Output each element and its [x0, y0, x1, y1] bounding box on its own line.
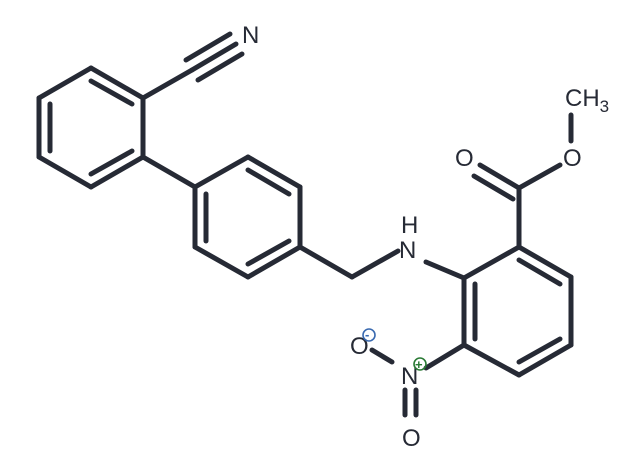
bond — [36, 154, 94, 190]
bond — [192, 244, 251, 280]
biphenyl-bond — [140, 154, 198, 190]
inner-double-bond — [516, 336, 563, 365]
nitrile-group: N — [140, 22, 259, 101]
nitrile-nitrogen-label: N — [242, 22, 259, 49]
inner-double-bond — [88, 148, 135, 177]
inner-double-bond — [245, 238, 292, 267]
triple-bond — [195, 51, 245, 83]
bond — [88, 65, 146, 101]
benzoate-ring — [461, 244, 574, 378]
bond — [516, 342, 574, 378]
amine-hydrogen-label: H — [401, 212, 418, 239]
methyl-subscript: 3 — [600, 97, 609, 116]
bond — [140, 67, 195, 101]
positive-charge-marker: + — [413, 357, 427, 372]
methyl-label: CH3 — [565, 85, 609, 116]
amine-nitrogen-label: N — [399, 237, 416, 264]
bond — [192, 154, 251, 190]
bond — [516, 162, 563, 191]
cyanophenyl-ring — [36, 65, 146, 190]
bond — [245, 244, 303, 280]
negative-charge-marker: - — [362, 327, 376, 342]
nitro-single-oxygen-label: O — [350, 333, 369, 360]
inner-double-bond — [88, 78, 135, 107]
inner-double-bond — [516, 257, 563, 287]
bond — [461, 244, 522, 281]
bond — [349, 248, 401, 280]
carbonyl-double-bond — [477, 162, 522, 191]
bond — [88, 154, 146, 190]
bond — [369, 347, 395, 365]
ester-oxygen-label: O — [563, 145, 582, 172]
nitro-nitrogen-label: N — [401, 363, 418, 390]
triple-bond — [189, 41, 239, 73]
phenylene-ring — [192, 154, 303, 280]
bond — [516, 244, 574, 280]
methyl-ester-group: O O CH3 — [455, 85, 609, 250]
bond — [423, 342, 467, 371]
inner-double-bond — [245, 167, 292, 197]
positive-charge-label: + — [415, 357, 423, 372]
triple-bond — [183, 31, 233, 63]
bond — [461, 342, 522, 378]
carbonyl-double-bond — [471, 173, 516, 202]
bond — [297, 244, 355, 280]
carbonyl-oxygen-label: O — [455, 145, 474, 172]
negative-charge-label: - — [365, 327, 369, 342]
bond — [245, 154, 303, 190]
nitro-group: O N O - + — [350, 327, 467, 452]
nitro-double-oxygen-label: O — [402, 425, 421, 452]
bond — [36, 65, 94, 101]
bond — [423, 259, 467, 281]
